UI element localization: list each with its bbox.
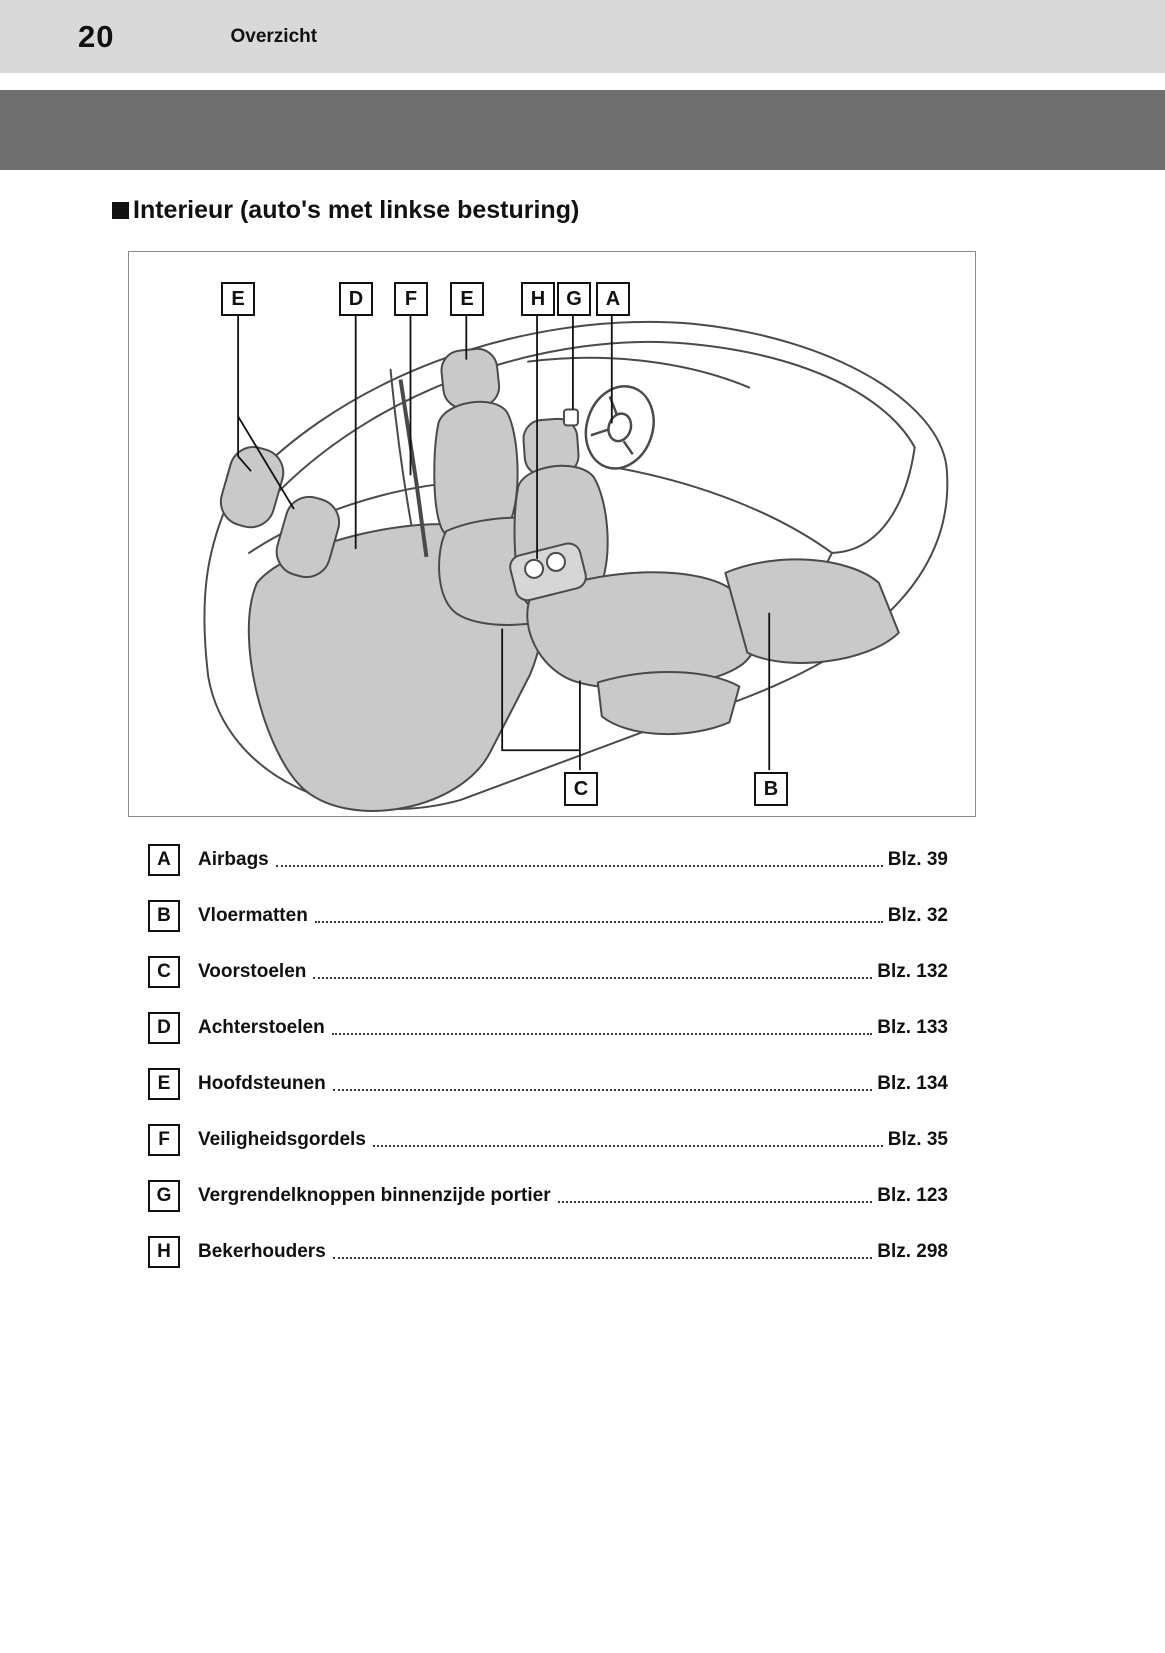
cup-holders <box>509 542 587 602</box>
legend-page-ref: Blz. 39 <box>887 849 948 870</box>
legend-letter-box: G <box>148 1180 180 1212</box>
callout-box-C: C <box>564 772 598 806</box>
legend-row-airbags: A Airbags Blz. 39 <box>148 843 948 877</box>
dotted-leader <box>332 1089 873 1091</box>
callout-box-G: G <box>557 282 591 316</box>
car-interior-illustration <box>203 315 949 812</box>
dotted-leader <box>313 977 873 979</box>
dotted-leader <box>331 1033 873 1035</box>
legend-label: Airbags <box>198 849 269 870</box>
section-marker-square-icon <box>112 202 129 219</box>
legend-letter-box: C <box>148 956 180 988</box>
interior-diagram: E D F E H G A C B <box>128 251 976 817</box>
door-lock-knob <box>562 408 579 427</box>
dotted-leader <box>314 921 883 923</box>
legend-row-vergrendelknoppen: G Vergrendelknoppen binnenzijde portier … <box>148 1179 948 1213</box>
dotted-leader <box>275 865 883 867</box>
callout-box-B: B <box>754 772 788 806</box>
callout-box-F: F <box>394 282 428 316</box>
legend-row-veiligheidsgordels: F Veiligheidsgordels Blz. 35 <box>148 1123 948 1157</box>
header-title: Overzicht <box>230 25 318 47</box>
page-number: 20 <box>78 18 115 54</box>
legend-page-ref: Blz. 123 <box>877 1185 948 1206</box>
dotted-leader <box>332 1257 873 1259</box>
legend-page-ref: Blz. 35 <box>887 1129 948 1150</box>
legend-row-vloermatten: B Vloermatten Blz. 32 <box>148 899 948 933</box>
legend-label: Veiligheidsgordels <box>198 1129 366 1150</box>
legend-row-achterstoelen: D Achterstoelen Blz. 133 <box>148 1011 948 1045</box>
legend-page-ref: Blz. 133 <box>877 1017 948 1038</box>
legend-label: Hoofdsteunen <box>198 1073 326 1094</box>
callout-box-H: H <box>521 282 555 316</box>
legend-page-ref: Blz. 298 <box>877 1241 948 1262</box>
legend-label: Vergrendelknoppen binnenzijde portier <box>198 1185 551 1206</box>
header-band: 20 Overzicht <box>0 0 1165 73</box>
legend-row-bekerhouders: H Bekerhouders Blz. 298 <box>148 1235 948 1269</box>
legend-letter-box: H <box>148 1236 180 1268</box>
legend-row-hoofdsteunen: E Hoofdsteunen Blz. 134 <box>148 1067 948 1101</box>
legend-label: Bekerhouders <box>198 1241 326 1262</box>
dotted-leader <box>372 1145 883 1147</box>
steering-wheel <box>584 385 655 470</box>
legend-letter-box: F <box>148 1124 180 1156</box>
callout-box-E-front: E <box>450 282 484 316</box>
legend-letter-box: A <box>148 844 180 876</box>
section-title-row: Interieur (auto's met linkse besturing) <box>112 196 1165 225</box>
legend-row-voorstoelen: C Voorstoelen Blz. 132 <box>148 955 948 989</box>
dotted-leader <box>557 1201 873 1203</box>
legend-label: Vloermatten <box>198 905 308 926</box>
legend-page-ref: Blz. 32 <box>887 905 948 926</box>
legend-list: A Airbags Blz. 39 B Vloermatten Blz. 32 … <box>148 843 948 1269</box>
legend-label: Voorstoelen <box>198 961 307 982</box>
legend-letter-box: E <box>148 1068 180 1100</box>
callout-box-A: A <box>596 282 630 316</box>
legend-page-ref: Blz. 134 <box>877 1073 948 1094</box>
section-title: Interieur (auto's met linkse besturing) <box>133 196 580 224</box>
callout-box-D: D <box>339 282 373 316</box>
chapter-band <box>0 90 1165 170</box>
callout-leader-lines <box>237 315 771 771</box>
legend-label: Achterstoelen <box>198 1017 325 1038</box>
legend-page-ref: Blz. 132 <box>877 961 948 982</box>
legend-letter-box: D <box>148 1012 180 1044</box>
seat-belt <box>398 379 429 558</box>
legend-letter-box: B <box>148 900 180 932</box>
callout-box-E-rear: E <box>221 282 255 316</box>
